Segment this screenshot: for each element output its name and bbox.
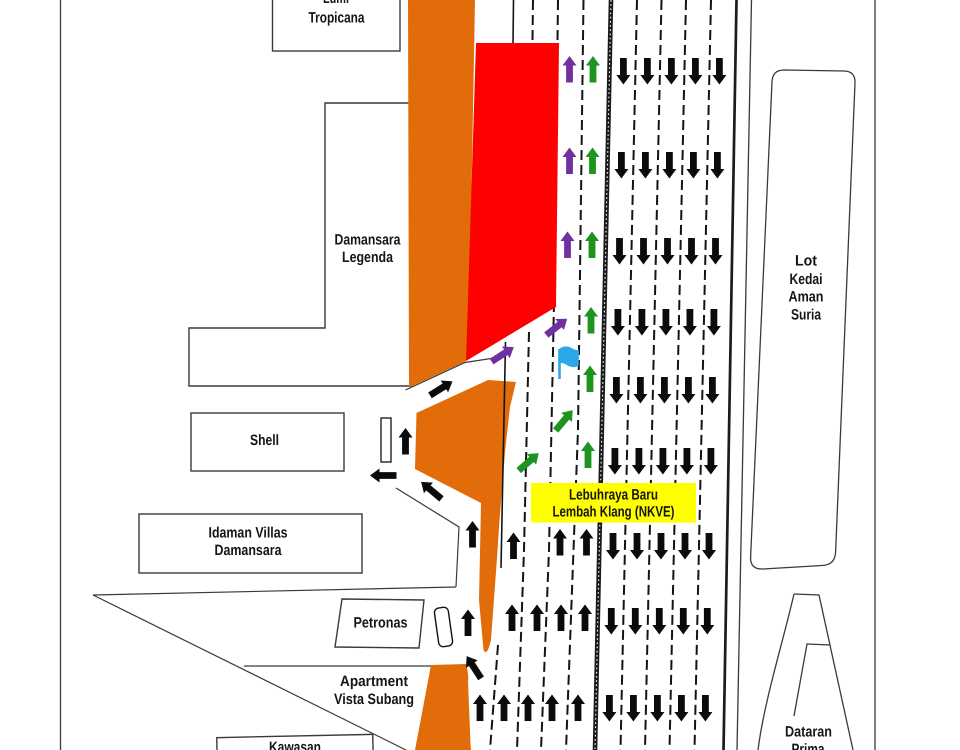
svg-text:Suria: Suria xyxy=(791,307,822,324)
svg-text:Damansara: Damansara xyxy=(335,232,402,249)
svg-text:Idaman Villas: Idaman Villas xyxy=(209,525,288,542)
svg-text:Shell: Shell xyxy=(250,432,279,449)
svg-text:Kawasan: Kawasan xyxy=(269,739,321,750)
svg-text:Lot: Lot xyxy=(795,253,817,270)
svg-text:Lembah Klang (NKVE): Lembah Klang (NKVE) xyxy=(553,504,675,521)
svg-text:Aman: Aman xyxy=(789,289,824,306)
svg-text:Lebuhraya Baru: Lebuhraya Baru xyxy=(569,487,658,504)
svg-text:Apartment: Apartment xyxy=(340,673,408,690)
svg-text:Prima: Prima xyxy=(792,741,826,750)
svg-text:Tropicana: Tropicana xyxy=(309,10,366,27)
svg-text:Petronas: Petronas xyxy=(354,615,408,632)
svg-text:Vista Subang: Vista Subang xyxy=(334,691,414,708)
svg-text:Damansara: Damansara xyxy=(215,542,283,559)
svg-text:Kedai: Kedai xyxy=(790,271,823,288)
svg-text:Lumi: Lumi xyxy=(323,0,349,7)
svg-text:Dataran: Dataran xyxy=(785,724,832,741)
svg-text:Legenda: Legenda xyxy=(342,249,394,266)
